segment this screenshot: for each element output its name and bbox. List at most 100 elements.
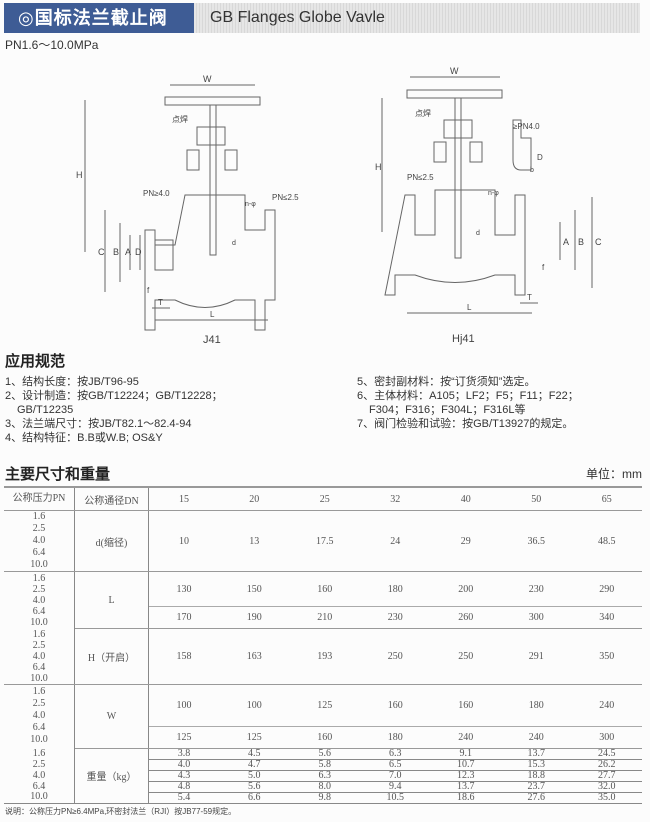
table-cell: 29 [430, 510, 501, 572]
specs-heading: 应用规范 [5, 353, 66, 370]
table-cell: 193 [289, 628, 360, 685]
pn-value: 1.6 [32, 572, 46, 584]
label-n-phi: n-φ [488, 190, 499, 197]
dn-header: 50 [501, 486, 572, 511]
table-cell: 10 [148, 510, 219, 572]
specs-left: 1、结构长度：按JB/T96-95 2、设计制造：按GB/T12224；GB/T… [5, 375, 223, 445]
pn-value: 4.0 [32, 594, 46, 606]
table-cell: 27.6 [501, 792, 572, 804]
table-cell: 4.5 [219, 748, 290, 760]
table-cell: 250 [360, 628, 431, 685]
table-cell: 10.7 [430, 759, 501, 771]
pn-value: 4.0 [32, 650, 46, 662]
footnote: 说明：公称压力PN≥6.4MPa,环密封法兰（RJI）按JB77-59规定。 [5, 807, 237, 816]
table-cell: 35.0 [571, 792, 642, 804]
spec-item: 2、设计制造：按GB/T12224；GB/T12228； [5, 390, 223, 402]
table-cell: 160 [289, 726, 360, 749]
dn-header: 65 [571, 486, 642, 511]
table-cell: 24.5 [571, 748, 642, 760]
unit-label: 单位：mm [586, 467, 642, 481]
table-cell: 18.6 [430, 792, 501, 804]
row-label: H（开启） [74, 628, 149, 685]
table-cell: 6.3 [289, 770, 360, 782]
label-t: T [527, 293, 532, 302]
label-f: f [542, 263, 545, 272]
table-cell: 130 [148, 571, 219, 607]
dn-header: 20 [219, 486, 290, 511]
label-h: H [375, 162, 382, 172]
table-cell: 350 [571, 628, 642, 685]
table-cell: 260 [430, 606, 501, 629]
pn-value: 2.5 [32, 523, 46, 534]
table-cell: 180 [360, 571, 431, 607]
spec-item: 1、结构长度：按JB/T96-95 [5, 376, 139, 388]
label-b: B [578, 237, 584, 247]
label-a: A [125, 247, 131, 257]
table-cell: 200 [430, 571, 501, 607]
label-c: C [595, 237, 602, 247]
table-cell: 163 [219, 628, 290, 685]
label-d: D [537, 153, 543, 162]
table-cell: 13 [219, 510, 290, 572]
label-l: L [210, 310, 215, 319]
handwheel [164, 96, 261, 106]
table-cell: 160 [430, 684, 501, 727]
col-dn: 公称通径DN [74, 486, 149, 511]
table-cell: 4.8 [148, 781, 219, 793]
table-cell: 125 [148, 726, 219, 749]
table-cell: 160 [289, 571, 360, 607]
table-cell: 240 [571, 684, 642, 727]
spec-item: 6、主体材料：A105；LF2；F5；F11；F22； [357, 390, 579, 402]
table-cell: 5.4 [148, 792, 219, 804]
table-cell: 180 [360, 726, 431, 749]
row-label: W [74, 684, 149, 749]
label-pn-le: PN≤2.5 [407, 173, 434, 182]
pn-value: 6.4 [32, 722, 46, 734]
label-a: A [563, 237, 569, 247]
title-cn: ◎国标法兰截止阀 [4, 3, 194, 33]
pn-value: 10.0 [30, 672, 48, 684]
table-cell: 4.3 [148, 770, 219, 782]
label-w: W [450, 66, 459, 76]
table-cell: 3.8 [148, 748, 219, 760]
dn-header: 32 [360, 486, 431, 511]
table-cell: 9.8 [289, 792, 360, 804]
table-cell: 13.7 [501, 748, 572, 760]
table-cell: 8.0 [289, 781, 360, 793]
title-en: GB Flanges Globe Vavle [210, 9, 385, 26]
table-cell: 9.4 [360, 781, 431, 793]
table-cell: 10.5 [360, 792, 431, 804]
table-cell: 26.2 [571, 759, 642, 771]
label-n-phi: n-φ [245, 201, 256, 208]
table-cell: 13.7 [430, 781, 501, 793]
hj41-drawing: W 点焊 ≥PN4.0 D b H PN≤2.5 n-φ d A B C f T… [375, 66, 602, 345]
label-weld: 点焊 [172, 114, 188, 124]
table-cell: 12.3 [430, 770, 501, 782]
pn-value: 10.0 [4, 792, 75, 804]
pn-value: 6.4 [32, 547, 46, 558]
row-label: L [74, 571, 149, 629]
table-cell: 6.3 [360, 748, 431, 760]
table-cell: 23.7 [501, 781, 572, 793]
label-weld: 点焊 [415, 108, 431, 118]
spec-item: 3、法兰端尺寸：按JB/T82.1～82.4-94 [5, 418, 192, 430]
table-cell: 340 [571, 606, 642, 629]
label-b-small: b [530, 167, 534, 174]
label-t: T [158, 298, 163, 307]
table-cell: 190 [219, 606, 290, 629]
pn-value: 2.5 [4, 759, 75, 770]
table-cell: 27.7 [571, 770, 642, 782]
table-cell: 5.8 [289, 759, 360, 771]
